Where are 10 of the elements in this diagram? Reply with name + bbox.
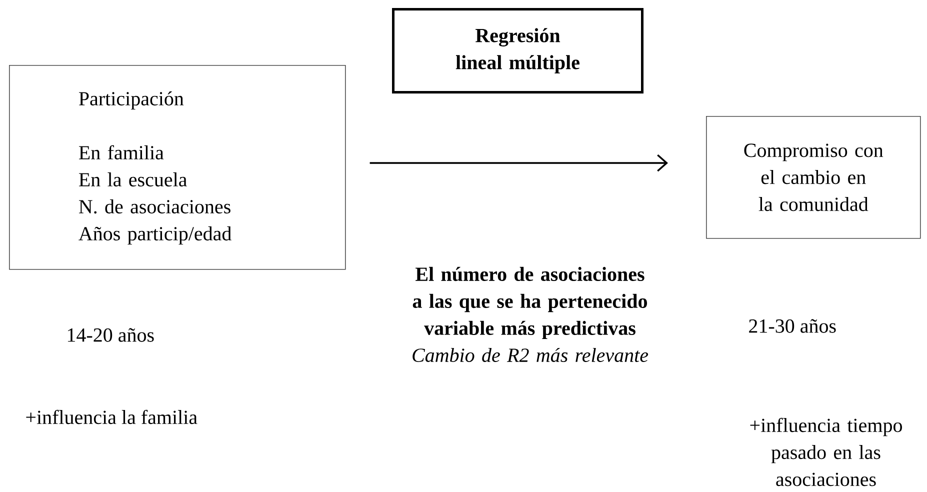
note-text: El número de asociaciones a las que se ha pertenecido variable más predictivas bbox=[412, 266, 647, 340]
note-text: 21-30 años bbox=[749, 319, 836, 333]
note-text: Cambio de R2 más relevante bbox=[412, 348, 648, 362]
note-text: +influencia tiempo pasado en las asociaciones bbox=[750, 418, 902, 486]
title-box: Regresión lineal múltiple bbox=[392, 8, 644, 94]
outcome-box: Compromiso con el cambio en la comunidad bbox=[706, 116, 921, 239]
list-box: Participación En familia En la escuela N. de asociaciones Años particip/edad bbox=[9, 65, 346, 270]
arrow bbox=[370, 154, 668, 172]
note-text: 14-20 años bbox=[68, 328, 154, 342]
note-text: +influencia la familia bbox=[26, 410, 198, 424]
